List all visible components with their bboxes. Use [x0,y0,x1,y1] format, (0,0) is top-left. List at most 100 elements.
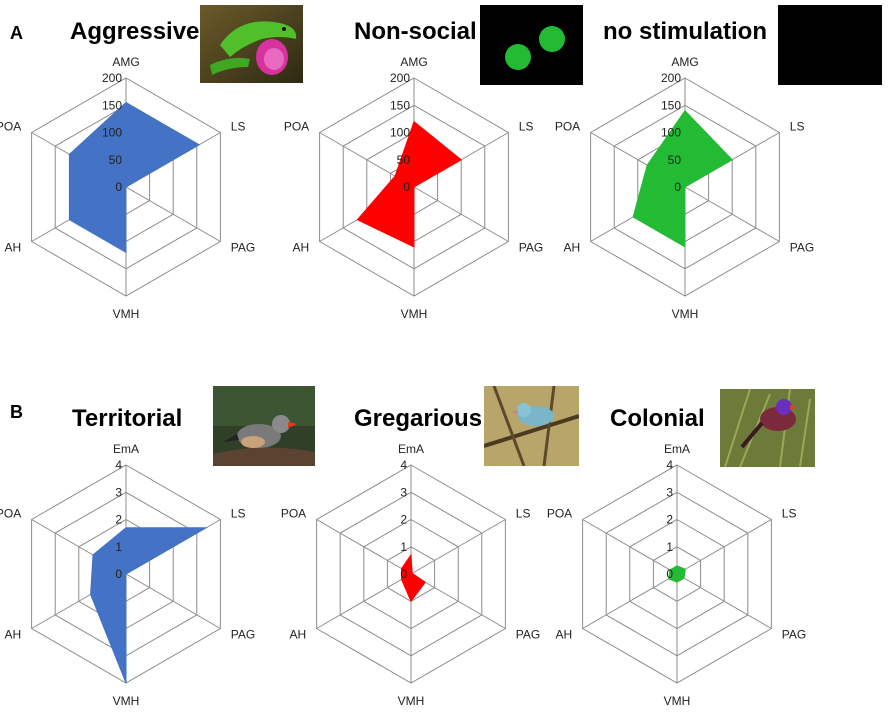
tick-label: 150 [661,98,681,112]
chart-title-gregarious: Gregarious [354,405,483,432]
data-series-area [401,553,426,603]
tick-label: 4 [115,458,122,472]
data-series-area [90,527,209,684]
tick-label: 1 [115,540,122,554]
axis-label-pag: PAG [516,628,540,642]
axis-label-ls: LS [231,507,246,521]
spoke-line [582,573,678,629]
tick-label: 150 [390,98,410,112]
axis-label-vmh: VMH [113,694,140,708]
spoke-line [410,519,506,575]
axis-label-ls: LS [516,507,531,521]
axis-label-poa: POA [0,120,21,134]
axis-label-ema: EmA [398,442,424,456]
tick-label: 50 [109,153,123,167]
spoke-line [676,519,772,575]
tick-label: 3 [400,485,407,499]
axis-label-ah: AH [290,628,307,642]
tick-label: 2 [400,513,407,527]
zebra-finch-photo [213,386,315,466]
tick-label: 50 [397,153,411,167]
chart-title-non-social: Non-social [354,18,477,45]
axis-label-amg: AMG [671,55,698,69]
tick-label: 2 [115,513,122,527]
tick-label: 100 [102,126,122,140]
chart-title-aggressive: Aggressive [70,18,200,45]
tick-label: 0 [400,567,407,581]
axis-label-vmh: VMH [672,307,699,321]
tick-label: 2 [666,513,673,527]
anole-lizard-photo [200,5,303,83]
black-screen-photo [778,5,882,85]
axis-label-poa: POA [0,507,21,521]
axis-label-pag: PAG [231,628,255,642]
axis-label-pag: PAG [231,241,255,255]
tick-label: 50 [668,153,682,167]
axis-label-vmh: VMH [398,694,425,708]
axis-label-ah: AH [564,241,581,255]
data-series-area [68,101,201,254]
spoke-line [125,186,221,242]
axis-label-poa: POA [547,507,572,521]
axis-label-ah: AH [556,628,573,642]
axis-label-amg: AMG [112,55,139,69]
axis-label-vmh: VMH [113,307,140,321]
axis-label-ema: EmA [113,442,139,456]
data-series-area [668,565,686,583]
tick-label: 0 [115,567,122,581]
axis-label-poa: POA [281,507,306,521]
tick-label: 0 [666,567,673,581]
tick-label: 0 [403,180,410,194]
tick-label: 200 [390,71,410,85]
axis-label-vmh: VMH [401,307,428,321]
waxbill-photo [484,386,579,466]
data-series-area [632,109,734,248]
axis-label-ls: LS [231,120,246,134]
spoke-line [684,186,780,242]
spoke-line [582,519,678,575]
axis-label-pag: PAG [782,628,806,642]
tick-label: 100 [390,126,410,140]
panel-letter-a: A [10,23,23,43]
spoke-line [125,573,221,629]
two-green-dots-photo [480,5,583,85]
tick-label: 200 [661,71,681,85]
axis-label-ah: AH [293,241,310,255]
spoke-line [410,573,506,629]
axis-label-ls: LS [790,120,805,134]
tick-label: 0 [674,180,681,194]
axis-label-ls: LS [782,507,797,521]
axis-label-pag: PAG [519,241,543,255]
tick-label: 200 [102,71,122,85]
chart-title-colonial: Colonial [610,405,705,432]
chart-title-no-stimulation: no stimulation [603,18,767,45]
chart-title-territorial: Territorial [72,405,183,432]
spoke-line [676,573,772,629]
axis-label-pag: PAG [790,241,814,255]
spoke-line [316,519,412,575]
data-series-area [356,120,463,248]
tick-label: 3 [115,485,122,499]
axis-label-poa: POA [555,120,580,134]
axis-label-amg: AMG [400,55,427,69]
axis-label-ah: AH [5,241,22,255]
tick-label: 100 [661,126,681,140]
tick-label: 4 [400,458,407,472]
grenadier-photo [720,389,815,467]
axis-label-vmh: VMH [664,694,691,708]
axis-label-ah: AH [5,628,22,642]
axis-label-ls: LS [519,120,534,134]
tick-label: 1 [400,540,407,554]
spoke-line [316,573,412,629]
panel-letter-b: B [10,402,23,422]
axis-label-poa: POA [284,120,309,134]
tick-label: 0 [115,180,122,194]
tick-label: 3 [666,485,673,499]
spoke-line [413,186,509,242]
